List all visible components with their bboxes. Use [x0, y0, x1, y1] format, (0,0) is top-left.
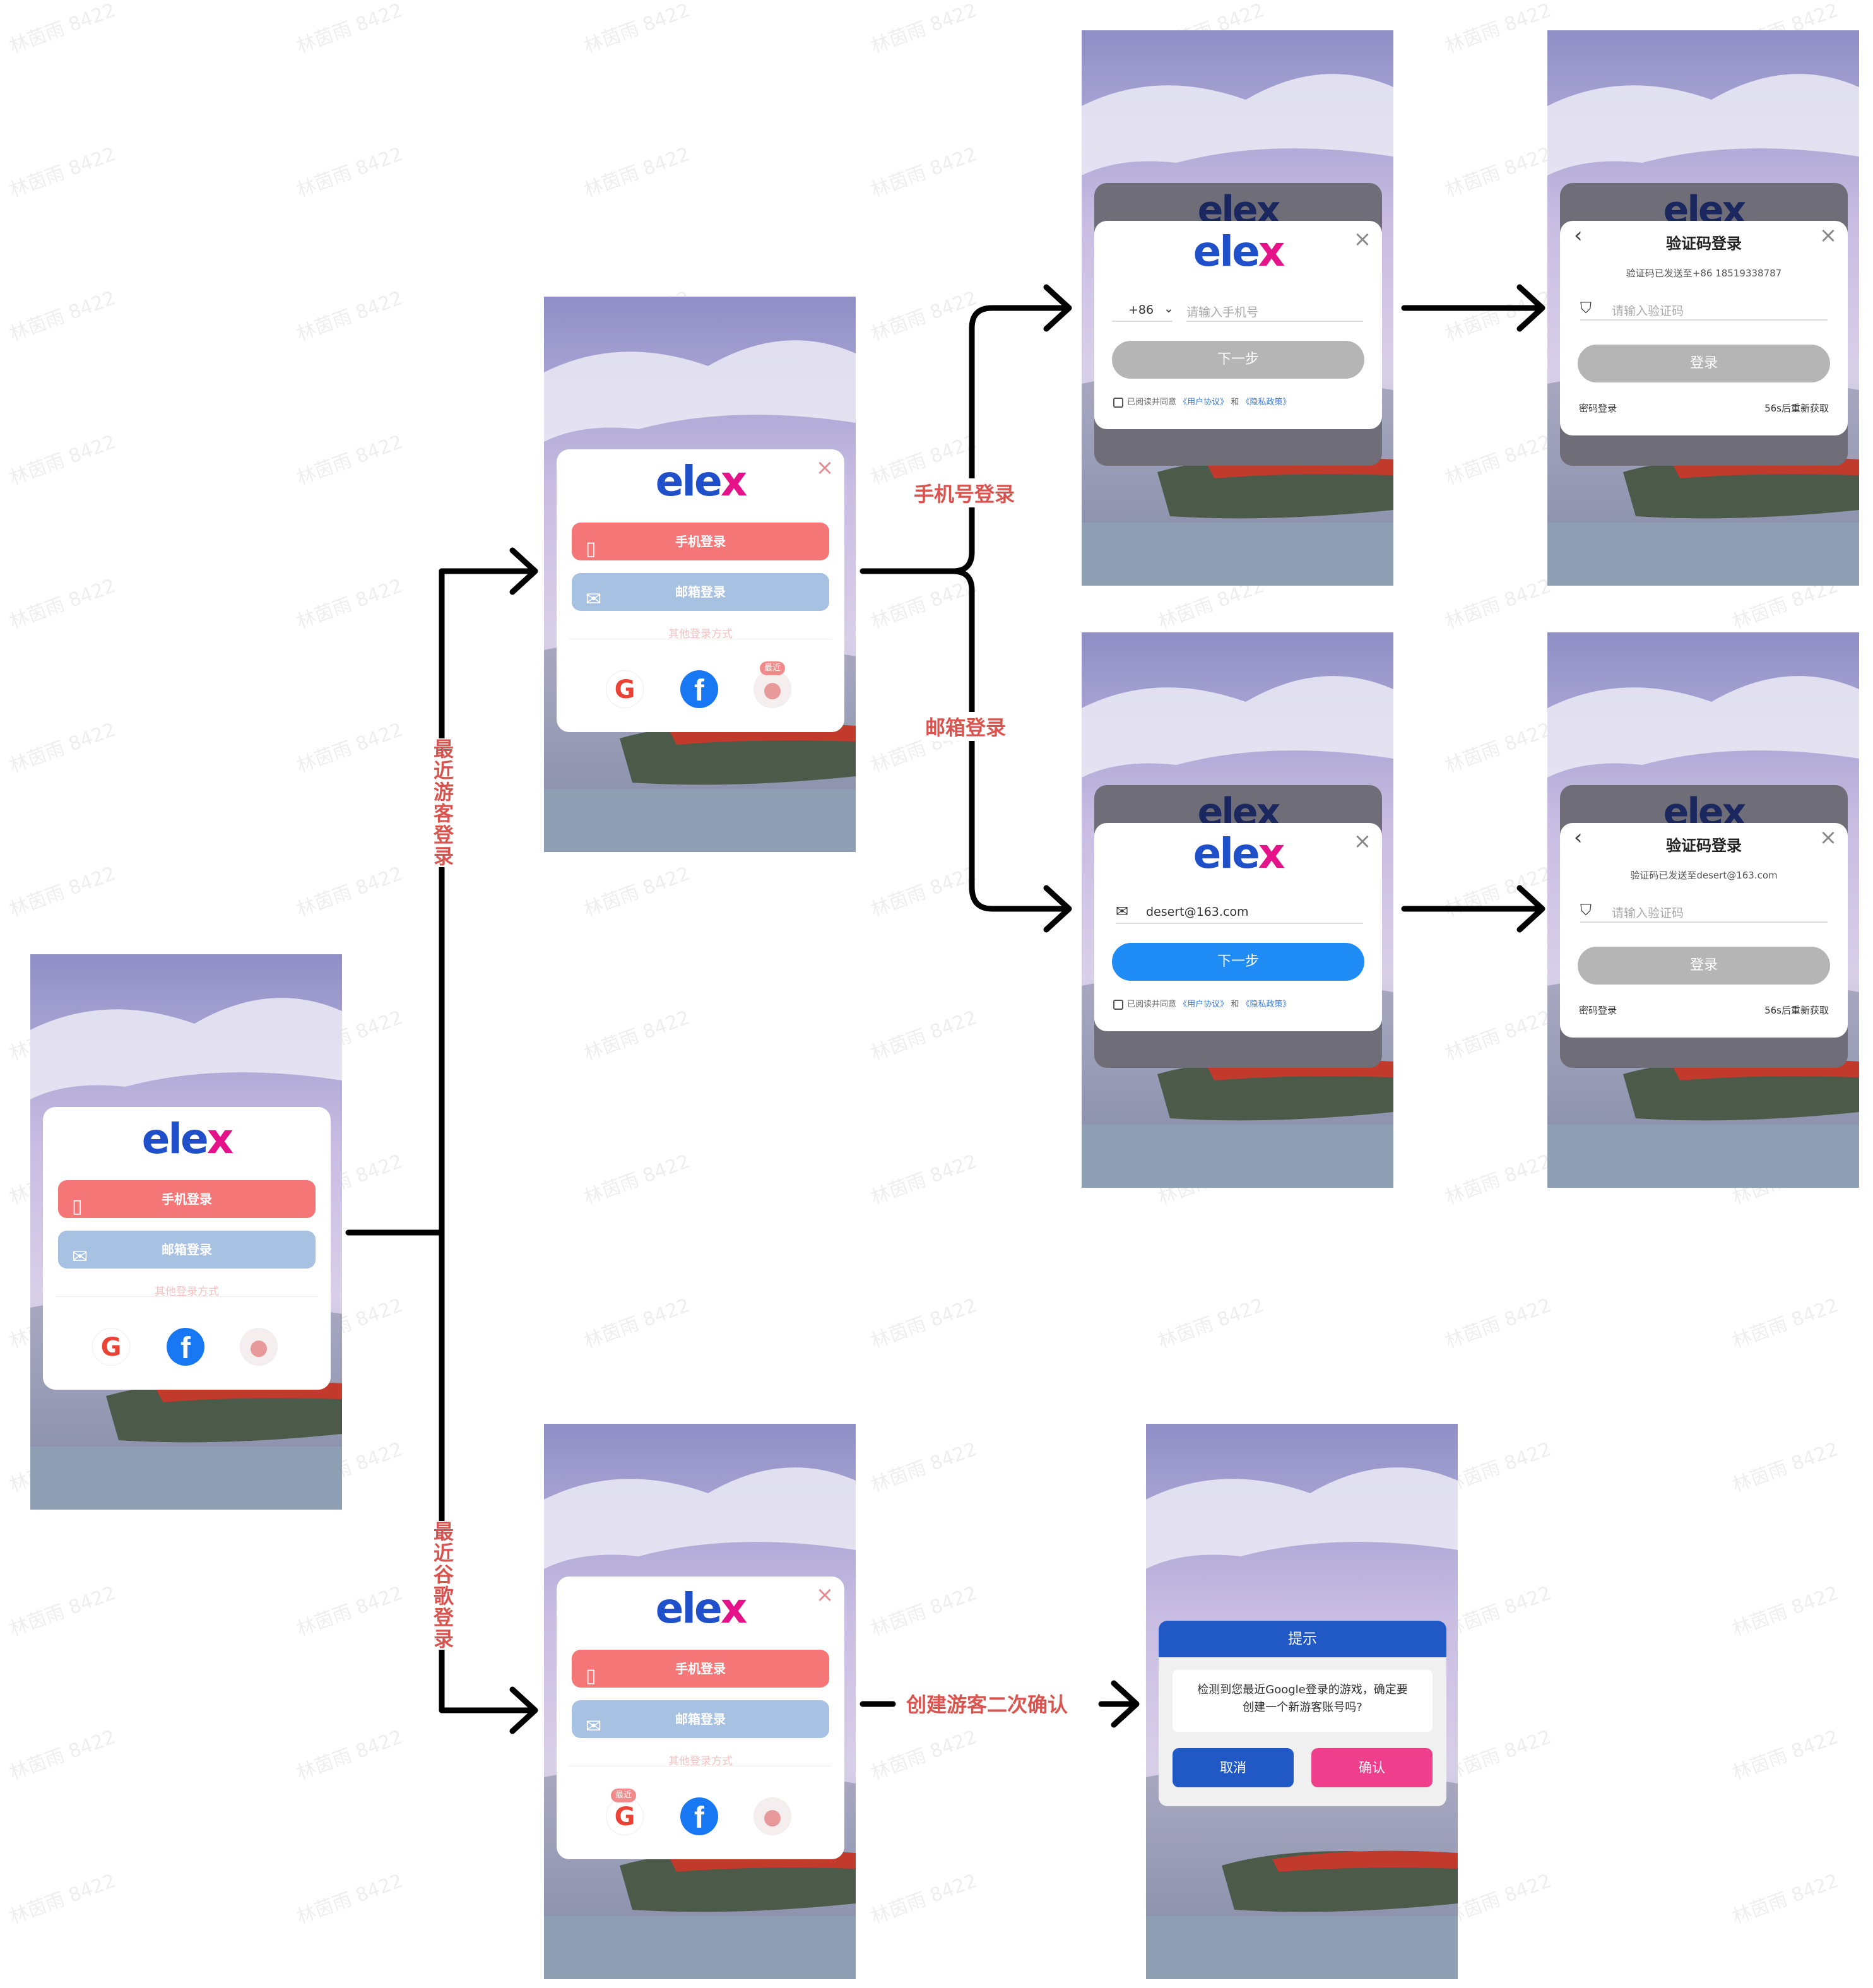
shield-icon: ⛉ [1580, 299, 1592, 317]
chevron-down-icon: ⌄ [1164, 302, 1174, 316]
verify-title: 验证码登录 [1666, 837, 1742, 855]
other-methods-label: 其他登录方式 [668, 1755, 733, 1768]
login-card: elex ▯手机登录 ✉邮箱登录 其他登录方式 G f ● [43, 1107, 331, 1390]
close-icon[interactable]: × [1353, 829, 1372, 854]
mail-icon: ✉ [72, 1246, 88, 1268]
other-methods-label: 其他登录方式 [155, 1286, 219, 1298]
verify-card: ‹ × 验证码登录 验证码已发送至+86 18519338787 ⛉ 请输入验证… [1560, 221, 1848, 435]
mail-icon: ✉ [586, 588, 602, 610]
next-button[interactable]: 下一步 [1112, 943, 1364, 981]
phone-input[interactable]: 请输入手机号 [1186, 297, 1363, 322]
screen-verify-email: elex ‹ × 验证码登录 验证码已发送至desert@163.com ⛉ 请… [1547, 632, 1859, 1188]
guest-icon[interactable]: ● [240, 1328, 278, 1366]
guest-icon[interactable]: ● [753, 1797, 791, 1835]
phone-login-button[interactable]: ▯手机登录 [572, 523, 829, 560]
label-recent-google: 最近谷歌登录 [428, 1521, 457, 1650]
screen-guest-confirm: 提示 检测到您最近Google登录的游戏，确定要 创建一个新游客账号吗? 取消 … [1146, 1424, 1458, 1979]
login-button[interactable]: 登录 [1578, 947, 1830, 985]
code-input[interactable]: ⛉ 请输入验证码 [1580, 897, 1828, 923]
password-login-link[interactable]: 密码登录 [1579, 1005, 1617, 1016]
email-login-button[interactable]: ✉邮箱登录 [572, 1700, 829, 1738]
screen-verify-phone: elex ‹ × 验证码登录 验证码已发送至+86 18519338787 ⛉ … [1547, 30, 1859, 586]
facebook-icon[interactable]: f [680, 670, 718, 708]
guest-icon[interactable]: ● [753, 670, 791, 708]
verify-title: 验证码登录 [1666, 235, 1742, 252]
phone-icon: ▯ [72, 1195, 83, 1217]
screen-phone-form: elex × elex +86 ⌄ 请输入手机号 下一步 已阅读并同意 《用户协… [1082, 30, 1393, 586]
cancel-button[interactable]: 取消 [1173, 1748, 1294, 1787]
close-icon[interactable]: × [815, 455, 834, 480]
elex-logo: elex [1193, 829, 1285, 878]
checkbox[interactable] [1113, 397, 1123, 408]
login-button[interactable]: 登录 [1578, 345, 1830, 382]
elex-logo: elex [141, 1115, 234, 1163]
close-icon[interactable]: × [1353, 227, 1372, 252]
resend-countdown: 56s后重新获取 [1764, 1005, 1829, 1016]
verify-card: ‹ × 验证码登录 验证码已发送至desert@163.com ⛉ 请输入验证码… [1560, 823, 1848, 1038]
label-email-login: 邮箱登录 [923, 712, 1009, 741]
phone-icon: ▯ [586, 538, 596, 560]
dialog-message: 检测到您最近Google登录的游戏，确定要 创建一个新游客账号吗? [1173, 1670, 1433, 1732]
email-login-button[interactable]: ✉邮箱登录 [58, 1231, 316, 1269]
country-code-select[interactable]: +86 ⌄ [1112, 297, 1174, 322]
facebook-icon[interactable]: f [167, 1328, 204, 1366]
back-icon[interactable]: ‹ [1574, 223, 1583, 248]
sent-to-text: 验证码已发送至+86 18519338787 [1626, 268, 1782, 279]
label-guest-confirm: 创建游客二次确认 [902, 1689, 1072, 1718]
login-card: × elex ▯手机登录 ✉邮箱登录 其他登录方式 G f ● 最近 [557, 1577, 844, 1859]
elex-logo: elex [1193, 227, 1285, 276]
confirm-dialog: 提示 检测到您最近Google登录的游戏，确定要 创建一个新游客账号吗? 取消 … [1159, 1621, 1446, 1806]
email-form-card: × elex ✉ desert@163.com 下一步 已阅读并同意 《用户协议… [1094, 823, 1382, 1031]
google-icon[interactable]: G [606, 670, 644, 708]
screen-recent-guest: × elex ▯手机登录 ✉邮箱登录 其他登录方式 G f ● 最近 [544, 297, 856, 852]
email-input[interactable]: ✉ desert@163.com [1116, 899, 1363, 924]
screen-start: elex ▯手机登录 ✉邮箱登录 其他登录方式 G f ● [30, 954, 342, 1510]
phone-login-button[interactable]: ▯手机登录 [58, 1180, 316, 1218]
google-icon[interactable]: G [92, 1328, 130, 1366]
close-icon[interactable]: × [815, 1582, 834, 1607]
dialog-title: 提示 [1159, 1621, 1446, 1657]
elex-logo: elex [655, 1584, 748, 1633]
google-icon[interactable]: G [606, 1797, 644, 1835]
screen-recent-google: × elex ▯手机登录 ✉邮箱登录 其他登录方式 G f ● 最近 [544, 1424, 856, 1979]
back-icon[interactable]: ‹ [1574, 825, 1583, 850]
agreement-row[interactable]: 已阅读并同意 《用户协议》 和 《隐私政策》 [1113, 997, 1291, 1010]
shield-icon: ⛉ [1580, 901, 1592, 919]
checkbox[interactable] [1113, 999, 1123, 1010]
password-login-link[interactable]: 密码登录 [1579, 403, 1617, 414]
resend-countdown: 56s后重新获取 [1764, 403, 1829, 414]
elex-logo: elex [655, 457, 748, 506]
recent-badge: 最近 [760, 661, 785, 675]
facebook-icon[interactable]: f [680, 1797, 718, 1835]
phone-form-card: × elex +86 ⌄ 请输入手机号 下一步 已阅读并同意 《用户协议》 和 … [1094, 221, 1382, 429]
agreement-row[interactable]: 已阅读并同意 《用户协议》 和 《隐私政策》 [1113, 395, 1291, 408]
next-button[interactable]: 下一步 [1112, 341, 1364, 379]
confirm-button[interactable]: 确认 [1311, 1748, 1433, 1787]
mail-icon: ✉ [586, 1715, 602, 1737]
recent-badge: 最近 [611, 1789, 636, 1802]
screen-email-form: elex × elex ✉ desert@163.com 下一步 已阅读并同意 … [1082, 632, 1393, 1188]
code-input[interactable]: ⛉ 请输入验证码 [1580, 295, 1828, 321]
sent-to-text: 验证码已发送至desert@163.com [1630, 870, 1778, 881]
other-methods-label: 其他登录方式 [668, 628, 733, 641]
close-icon[interactable]: × [1819, 825, 1838, 850]
label-phone-login: 手机号登录 [911, 478, 1018, 507]
mail-icon: ✉ [1116, 902, 1129, 920]
phone-icon: ▯ [586, 1665, 596, 1687]
email-login-button[interactable]: ✉邮箱登录 [572, 573, 829, 611]
phone-login-button[interactable]: ▯手机登录 [572, 1650, 829, 1688]
label-recent-guest: 最近游客登录 [428, 738, 457, 867]
divider [56, 1296, 318, 1297]
close-icon[interactable]: × [1819, 223, 1838, 248]
login-card: × elex ▯手机登录 ✉邮箱登录 其他登录方式 G f ● 最近 [557, 449, 844, 732]
